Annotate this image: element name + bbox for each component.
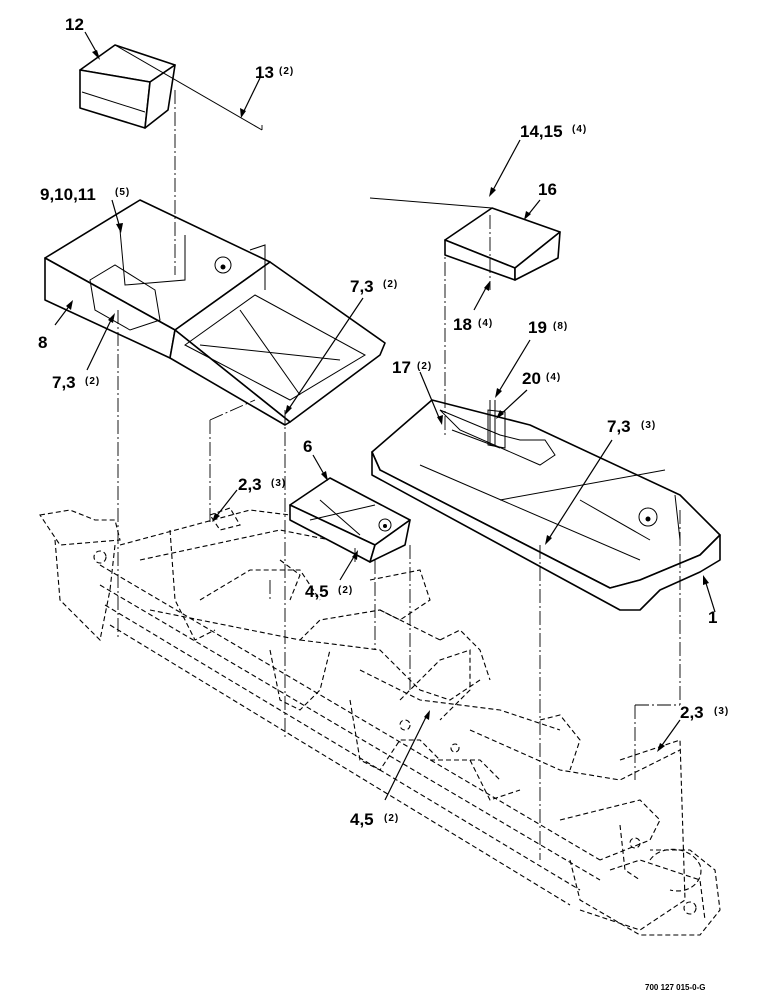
callout-9-10-11: 9,10,11 (40, 185, 96, 204)
callout-2-3-left: 2,3 (238, 475, 262, 494)
drawing-number: 700 127 015-0-G (645, 983, 706, 992)
part-16-bracket (369, 197, 561, 281)
callout-6: 6 (303, 437, 312, 456)
callout-14-15: 14,15 (520, 122, 563, 141)
alignment-lines (117, 90, 681, 860)
callout-labels: 12 13 (2) 9,10,11 (5) 8 7,3 (2) 7,3 (2) … (38, 15, 729, 829)
callout-19: 19 (528, 318, 547, 337)
callout-7-3-right: 7,3 (607, 417, 631, 436)
leader-lines (54, 31, 716, 801)
callout-2-3-left-qty: (3) (271, 478, 286, 489)
callout-7-3-mid: 7,3 (350, 277, 374, 296)
frame-assembly (39, 507, 721, 936)
callout-4-5-mid: 4,5 (305, 582, 329, 601)
callout-13-qty: (2) (279, 66, 294, 77)
callout-18-qty: (4) (478, 318, 493, 329)
callout-8: 8 (38, 333, 47, 352)
callout-19-qty: (8) (553, 321, 568, 332)
callout-2-3-right: 2,3 (680, 703, 704, 722)
callout-7-3-left: 7,3 (52, 373, 76, 392)
part-6-shield (289, 477, 411, 563)
callout-9-10-11-qty: (5) (115, 187, 130, 198)
callout-7-3-left-qty: (2) (85, 376, 100, 387)
callout-4-5-mid-qty: (2) (338, 585, 353, 596)
callout-2-3-right-qty: (3) (714, 706, 729, 717)
part-1-cover (371, 399, 721, 611)
callout-18: 18 (453, 315, 472, 334)
part-12-cover (79, 44, 263, 131)
callout-4-5-bottom: 4,5 (350, 810, 374, 829)
callout-14-15-qty: (4) (572, 124, 587, 135)
callout-20: 20 (522, 369, 541, 388)
callout-1: 1 (708, 608, 717, 627)
callout-13: 13 (255, 63, 274, 82)
callout-7-3-mid-qty: (2) (383, 279, 398, 290)
callout-17-qty: (2) (417, 361, 432, 372)
callout-4-5-bottom-qty: (2) (384, 813, 399, 824)
callout-12: 12 (65, 15, 84, 34)
callout-7-3-right-qty: (3) (641, 420, 656, 431)
callout-17: 17 (392, 358, 411, 377)
part-8-cover (44, 199, 386, 426)
callout-20-qty: (4) (546, 372, 561, 383)
callout-16: 16 (538, 180, 557, 199)
